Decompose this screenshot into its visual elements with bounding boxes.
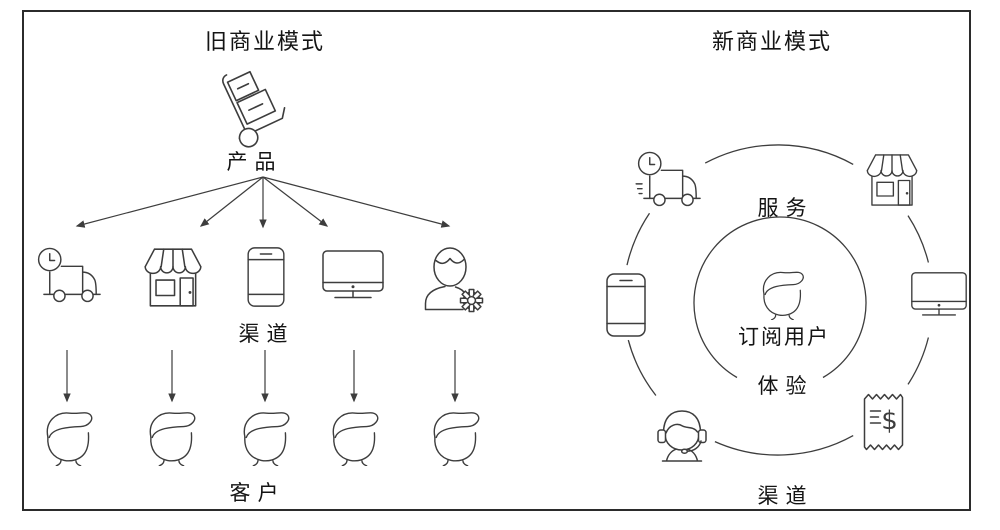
storefront-icon: [144, 248, 202, 307]
ring-arc: [626, 212, 651, 266]
storefront-icon: [866, 154, 918, 206]
ring-arc: [627, 339, 657, 396]
outer-ring: [626, 144, 930, 456]
fan-arrow: [262, 176, 329, 227]
person-head-icon: [46, 412, 93, 466]
customer-label: 客户: [229, 481, 286, 505]
ring-arc: [907, 337, 930, 385]
ring-arc: [704, 144, 854, 165]
fan-arrow: [75, 176, 264, 228]
smartphone-icon: [247, 247, 285, 307]
person-gear-icon: [424, 247, 484, 313]
channel-label-left: 渠道: [238, 322, 295, 346]
person-head-icon: [243, 412, 290, 466]
subscriber-label: 订阅用户: [738, 325, 830, 349]
person-head-icon: [332, 412, 379, 466]
product-to-channel-arrows: [75, 176, 451, 229]
hand-truck-icon: [218, 62, 295, 148]
ring-arc: [714, 435, 854, 456]
old-model-title: 旧商业模式: [204, 29, 326, 54]
smartphone-icon: [606, 273, 646, 337]
product-label: 产品: [226, 150, 283, 174]
diagram-frame: [22, 10, 971, 511]
service-label: 服务: [757, 196, 814, 220]
fan-arrow: [262, 176, 451, 228]
experience-label: 体验: [757, 374, 814, 398]
desktop-monitor-icon: [911, 272, 967, 316]
delivery-truck-clock-speed-icon: [636, 152, 700, 205]
delivery-truck-clock-icon: [37, 247, 101, 303]
person-head-icon: [149, 412, 196, 466]
channel-to-customer-arrows: [63, 350, 459, 403]
receipt-dollar-icon: [863, 393, 904, 451]
new-model-title: 新商业模式: [711, 29, 833, 54]
fan-arrow: [199, 176, 264, 227]
channel-label-right: 渠道: [757, 484, 814, 508]
person-head-icon: [762, 271, 804, 320]
desktop-monitor-icon: [322, 250, 384, 299]
person-head-icon: [433, 412, 480, 466]
ring-arc: [907, 215, 930, 263]
headset-agent-icon: [657, 410, 707, 462]
inner-circle: [693, 216, 867, 379]
